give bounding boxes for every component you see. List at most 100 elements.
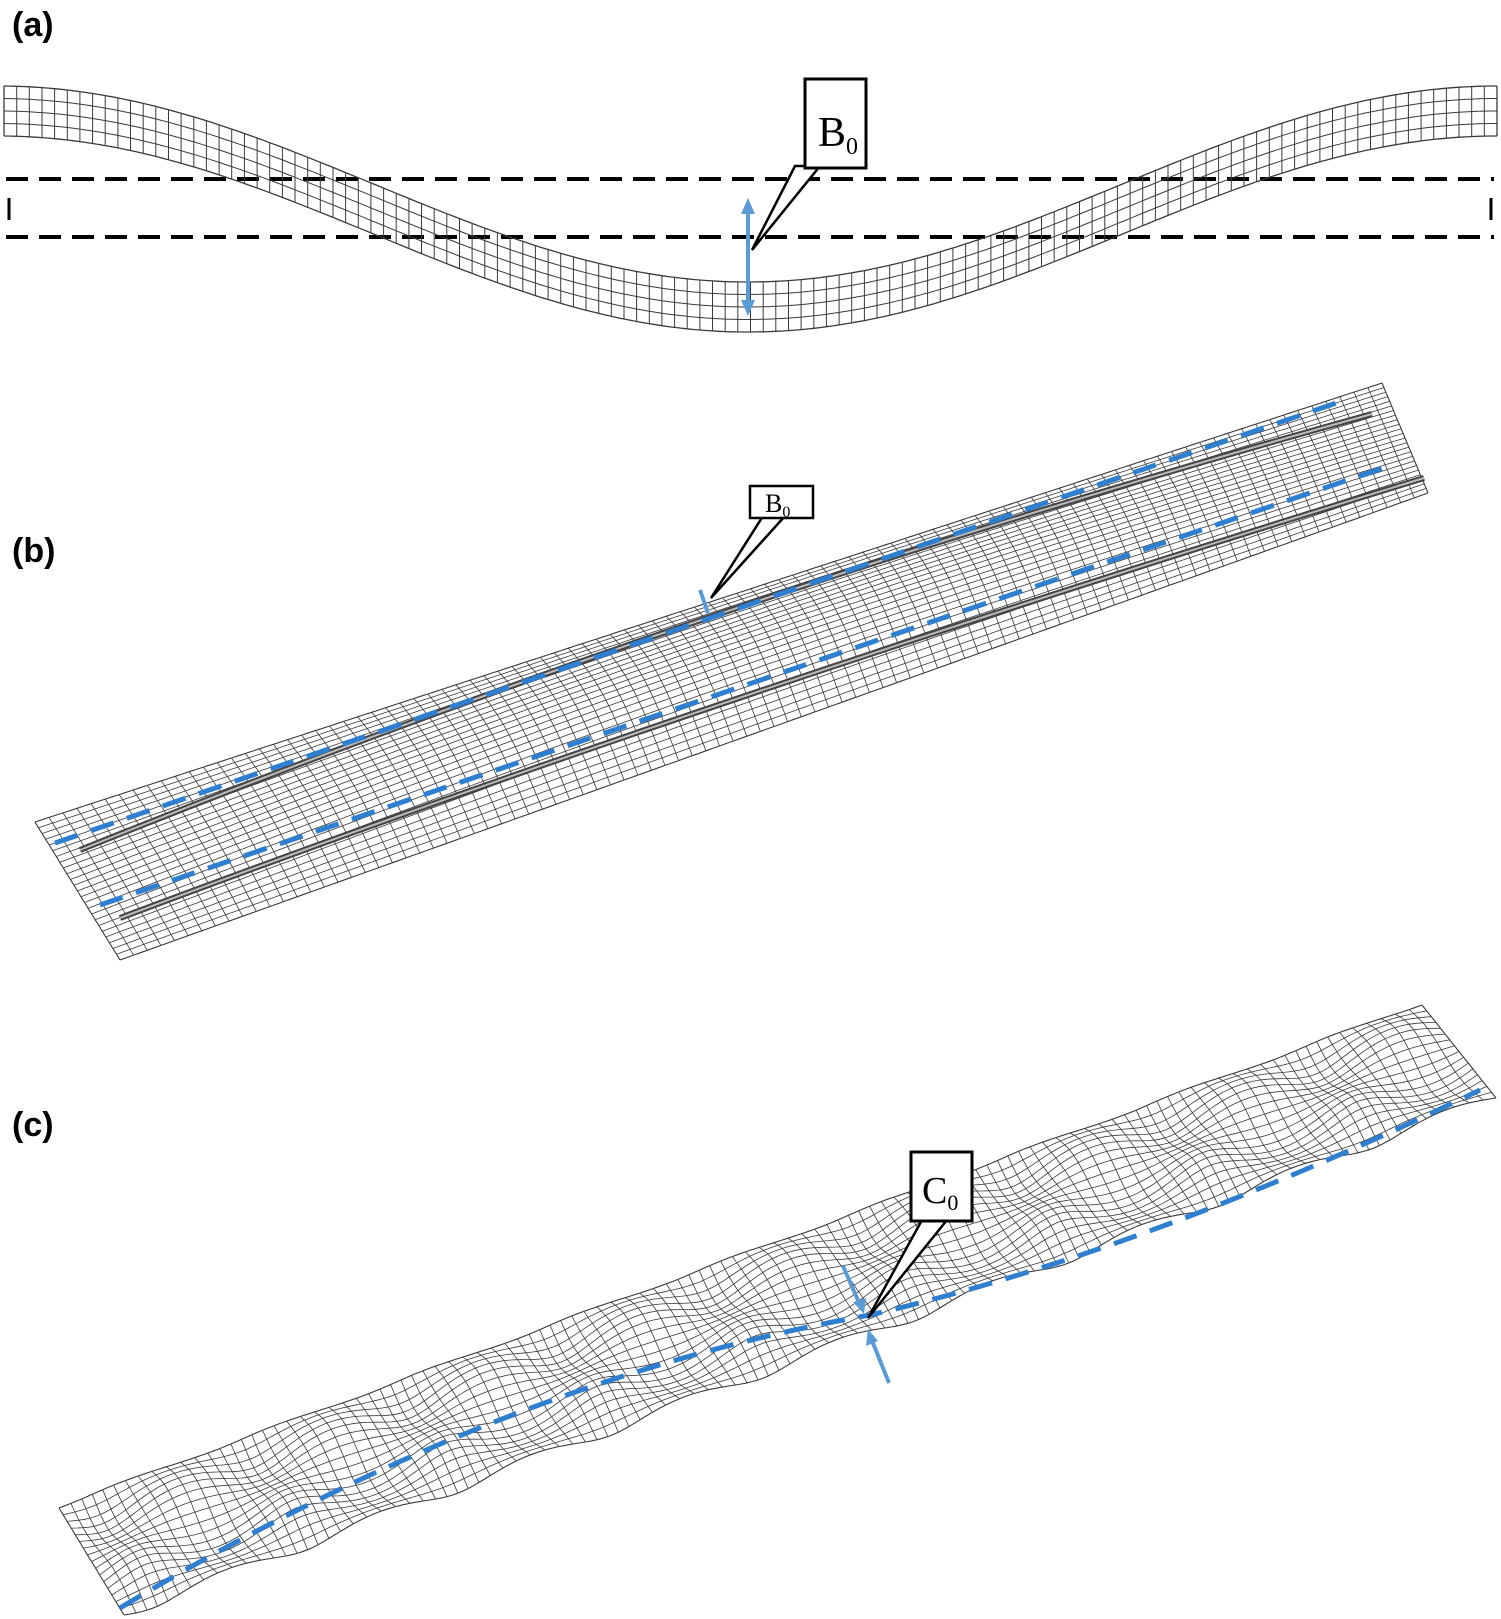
mesh-line xyxy=(476,1352,546,1451)
mesh-line xyxy=(79,1033,1446,1542)
mesh-line xyxy=(112,483,1425,949)
mesh-line xyxy=(58,1004,1423,1509)
deflection-arrow-bottom xyxy=(869,1337,891,1384)
panel-c-label: (c) xyxy=(12,1106,54,1144)
callout-box xyxy=(803,77,868,170)
mesh-line xyxy=(115,1086,1487,1602)
mesh-line xyxy=(63,1010,1427,1516)
mesh-line xyxy=(77,437,1406,892)
mesh-line xyxy=(45,396,1388,840)
mesh-line xyxy=(3,135,1497,333)
panel-b: (b) B0 xyxy=(12,382,1429,961)
mesh-line xyxy=(491,1347,560,1447)
mesh-line xyxy=(87,1045,1455,1556)
mesh-line xyxy=(3,85,1497,283)
mesh-line xyxy=(59,414,1396,863)
mesh-line xyxy=(91,1051,1460,1562)
stiffener-lower xyxy=(118,475,1425,921)
mesh-line xyxy=(151,1471,218,1574)
mesh-line xyxy=(596,1306,666,1406)
mesh-line xyxy=(119,1091,1492,1609)
mesh-line xyxy=(610,1301,680,1400)
mesh-line xyxy=(111,1080,1483,1596)
mesh-line xyxy=(3,98,1497,295)
mesh-line xyxy=(1305,1046,1380,1146)
callout-box xyxy=(748,484,815,520)
mesh-line xyxy=(99,1062,1469,1576)
callout-main: C xyxy=(922,1170,947,1212)
deflection-arrow-bottom-head xyxy=(866,1329,878,1346)
mesh-line xyxy=(105,474,1421,938)
mesh-line xyxy=(84,446,1409,903)
mesh-line xyxy=(1272,1059,1347,1156)
callout-subscript: 0 xyxy=(947,1190,958,1215)
deflection-arrow xyxy=(698,589,710,614)
callout-box xyxy=(909,1150,974,1223)
mesh-line xyxy=(787,1237,859,1334)
mesh-line xyxy=(109,478,1423,944)
wave-strip-mesh xyxy=(3,85,1498,333)
buckled-plate-mesh xyxy=(58,1004,1497,1616)
callout-main: B xyxy=(818,110,846,156)
mesh-line xyxy=(1395,1013,1470,1104)
panel-a: (a) B0 xyxy=(3,6,1498,333)
mesh-line xyxy=(1007,1155,1080,1259)
amplitude-arrow-head-down xyxy=(741,300,755,316)
deflection-arrow-top xyxy=(841,1265,862,1306)
mesh-line xyxy=(91,455,1413,915)
callout-pointer xyxy=(709,514,788,599)
amplitude-arrow xyxy=(741,198,755,316)
mesh-line xyxy=(116,488,1427,955)
mesh-line xyxy=(3,123,1497,320)
amplitude-arrow-head-up xyxy=(741,198,755,214)
blue-dashed-line xyxy=(118,1087,1482,1611)
mesh-line xyxy=(963,1173,1035,1272)
panel-c: (c) C0 xyxy=(12,1004,1497,1616)
mesh-line xyxy=(1018,1151,1091,1253)
mesh-line xyxy=(83,1039,1450,1549)
mesh-line xyxy=(342,1402,411,1504)
mesh-line xyxy=(67,1016,1432,1522)
callout-c0: C0 xyxy=(866,1150,974,1319)
mesh-line xyxy=(56,410,1394,857)
mesh-line xyxy=(411,1375,480,1483)
mesh-line xyxy=(70,428,1402,880)
deflection-arrow-top-head xyxy=(853,1298,866,1314)
mesh-line xyxy=(434,1365,504,1469)
mesh-line xyxy=(48,817,134,956)
callout-subscript: 0 xyxy=(782,504,790,521)
stiffener-lower-highlight xyxy=(119,477,1425,919)
callout-b0-a: B0 xyxy=(750,77,868,251)
callout-subscript: 0 xyxy=(846,134,858,160)
callout-main: B xyxy=(765,489,782,518)
mesh-line xyxy=(1156,1100,1230,1203)
mesh-line xyxy=(80,442,1408,898)
mesh-line xyxy=(1084,1128,1157,1221)
mesh-line xyxy=(1352,1027,1427,1119)
mesh-line xyxy=(1042,1141,1115,1238)
mesh-line xyxy=(1111,1119,1185,1215)
mesh-line xyxy=(745,1251,816,1350)
mesh-line xyxy=(1190,1087,1264,1182)
callout-label: C0 xyxy=(922,1170,958,1215)
mesh-line xyxy=(560,1320,630,1427)
mesh-line xyxy=(63,419,1398,869)
blue-dashed-lower xyxy=(99,461,1396,908)
mesh-line xyxy=(123,1097,1497,1616)
deflection-arrows xyxy=(841,1265,891,1384)
callout-label: B0 xyxy=(818,110,858,160)
mesh-line xyxy=(34,382,1383,823)
panel-a-label: (a) xyxy=(12,6,54,44)
stiffener-upper-highlight xyxy=(79,413,1373,851)
mesh-line xyxy=(119,492,1429,961)
mesh-line xyxy=(71,1022,1436,1529)
mesh-line xyxy=(38,387,1385,829)
mesh-line xyxy=(1295,1050,1370,1150)
mesh-line xyxy=(75,1027,1441,1536)
callout-label: B0 xyxy=(765,489,790,521)
mesh-line xyxy=(41,391,1386,834)
mesh-line xyxy=(66,423,1400,875)
blue-dashed-lines xyxy=(54,397,1396,908)
mesh-line xyxy=(87,451,1411,909)
